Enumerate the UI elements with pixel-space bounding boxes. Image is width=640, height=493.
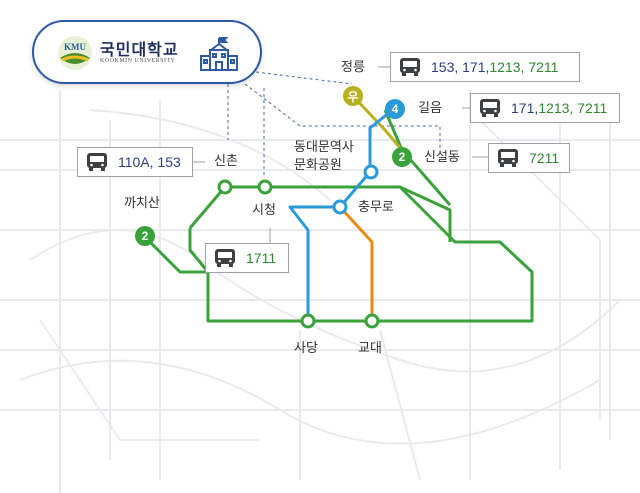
- university-name-en: KOOKMIN UNIVERSITY: [100, 58, 176, 64]
- line2-badge-east: 2: [392, 147, 412, 167]
- bus-routes-green: 1711: [246, 250, 277, 266]
- bus-routes-green: 1213, 7211: [489, 59, 559, 75]
- ui-line: [351, 94, 404, 151]
- station-sinchon-dot: [217, 179, 233, 195]
- station-sicheong-dot: [257, 179, 273, 195]
- station-label-line: 동대문역사: [294, 140, 354, 155]
- bus-box-jeongneung: 153, 171, 1213, 7211: [390, 52, 580, 82]
- station-gyodae-dot: [364, 313, 380, 329]
- station-label-sicheong: 시청: [252, 203, 276, 218]
- line2-inner: [188, 228, 210, 273]
- bus-icon: [215, 249, 235, 267]
- university-name: 국민대학교: [100, 40, 179, 59]
- bus-box-sinseoldong: 7211: [488, 143, 570, 173]
- station-sadang-dot: [300, 313, 316, 329]
- station-label-sinchon: 신촌: [214, 154, 238, 169]
- kmu-logo-icon: KMU: [58, 36, 92, 70]
- station-label-gyodae: 교대: [358, 341, 382, 356]
- university-building-icon: [200, 37, 238, 71]
- kmu-callout: KMU 국민대학교 KOOKMIN UNIVERSITY: [32, 20, 262, 84]
- line2-branch: [399, 185, 452, 242]
- bus-routes-blue: 110A, 153: [118, 154, 181, 170]
- station-label-sinseoldong: 신설동: [424, 150, 460, 165]
- station-circles: [217, 164, 380, 329]
- bus-icon: [87, 153, 107, 171]
- bus-box-sinchon: 110A, 153: [77, 147, 193, 177]
- station-label-sadang: 사당: [294, 341, 318, 356]
- bus-routes-green: 1213, 7211: [538, 100, 608, 116]
- station-chungmuro-dot: [332, 199, 348, 215]
- kmu-logo-text: KMU: [64, 42, 86, 52]
- station-label-jeongneung: 정릉: [341, 60, 365, 75]
- station-label-chungmuro: 충무로: [358, 200, 394, 215]
- bus-box-gireum: 171, 1213, 7211: [470, 93, 620, 123]
- bus-icon: [400, 58, 420, 76]
- bus-icon: [480, 99, 500, 117]
- station-label-kkachisan: 까치산: [124, 196, 160, 211]
- line3: [338, 205, 374, 321]
- station-dongdaemun-dot: [363, 164, 379, 180]
- bus-routes-blue: 171,: [511, 100, 539, 116]
- bus-routes-blue: 153, 171,: [431, 59, 490, 75]
- line4-badge: 4: [385, 99, 405, 119]
- bus-icon: [498, 149, 518, 167]
- destination-marker: 우: [343, 86, 363, 106]
- station-label-line: 문화공원: [294, 158, 342, 173]
- leader-lines: [227, 71, 441, 175]
- station-label-gireum: 길음: [418, 101, 442, 116]
- line2-badge-west: 2: [135, 226, 155, 246]
- bus-routes-green: 7211: [529, 150, 560, 166]
- bus-box-sicheong: 1711: [205, 243, 289, 273]
